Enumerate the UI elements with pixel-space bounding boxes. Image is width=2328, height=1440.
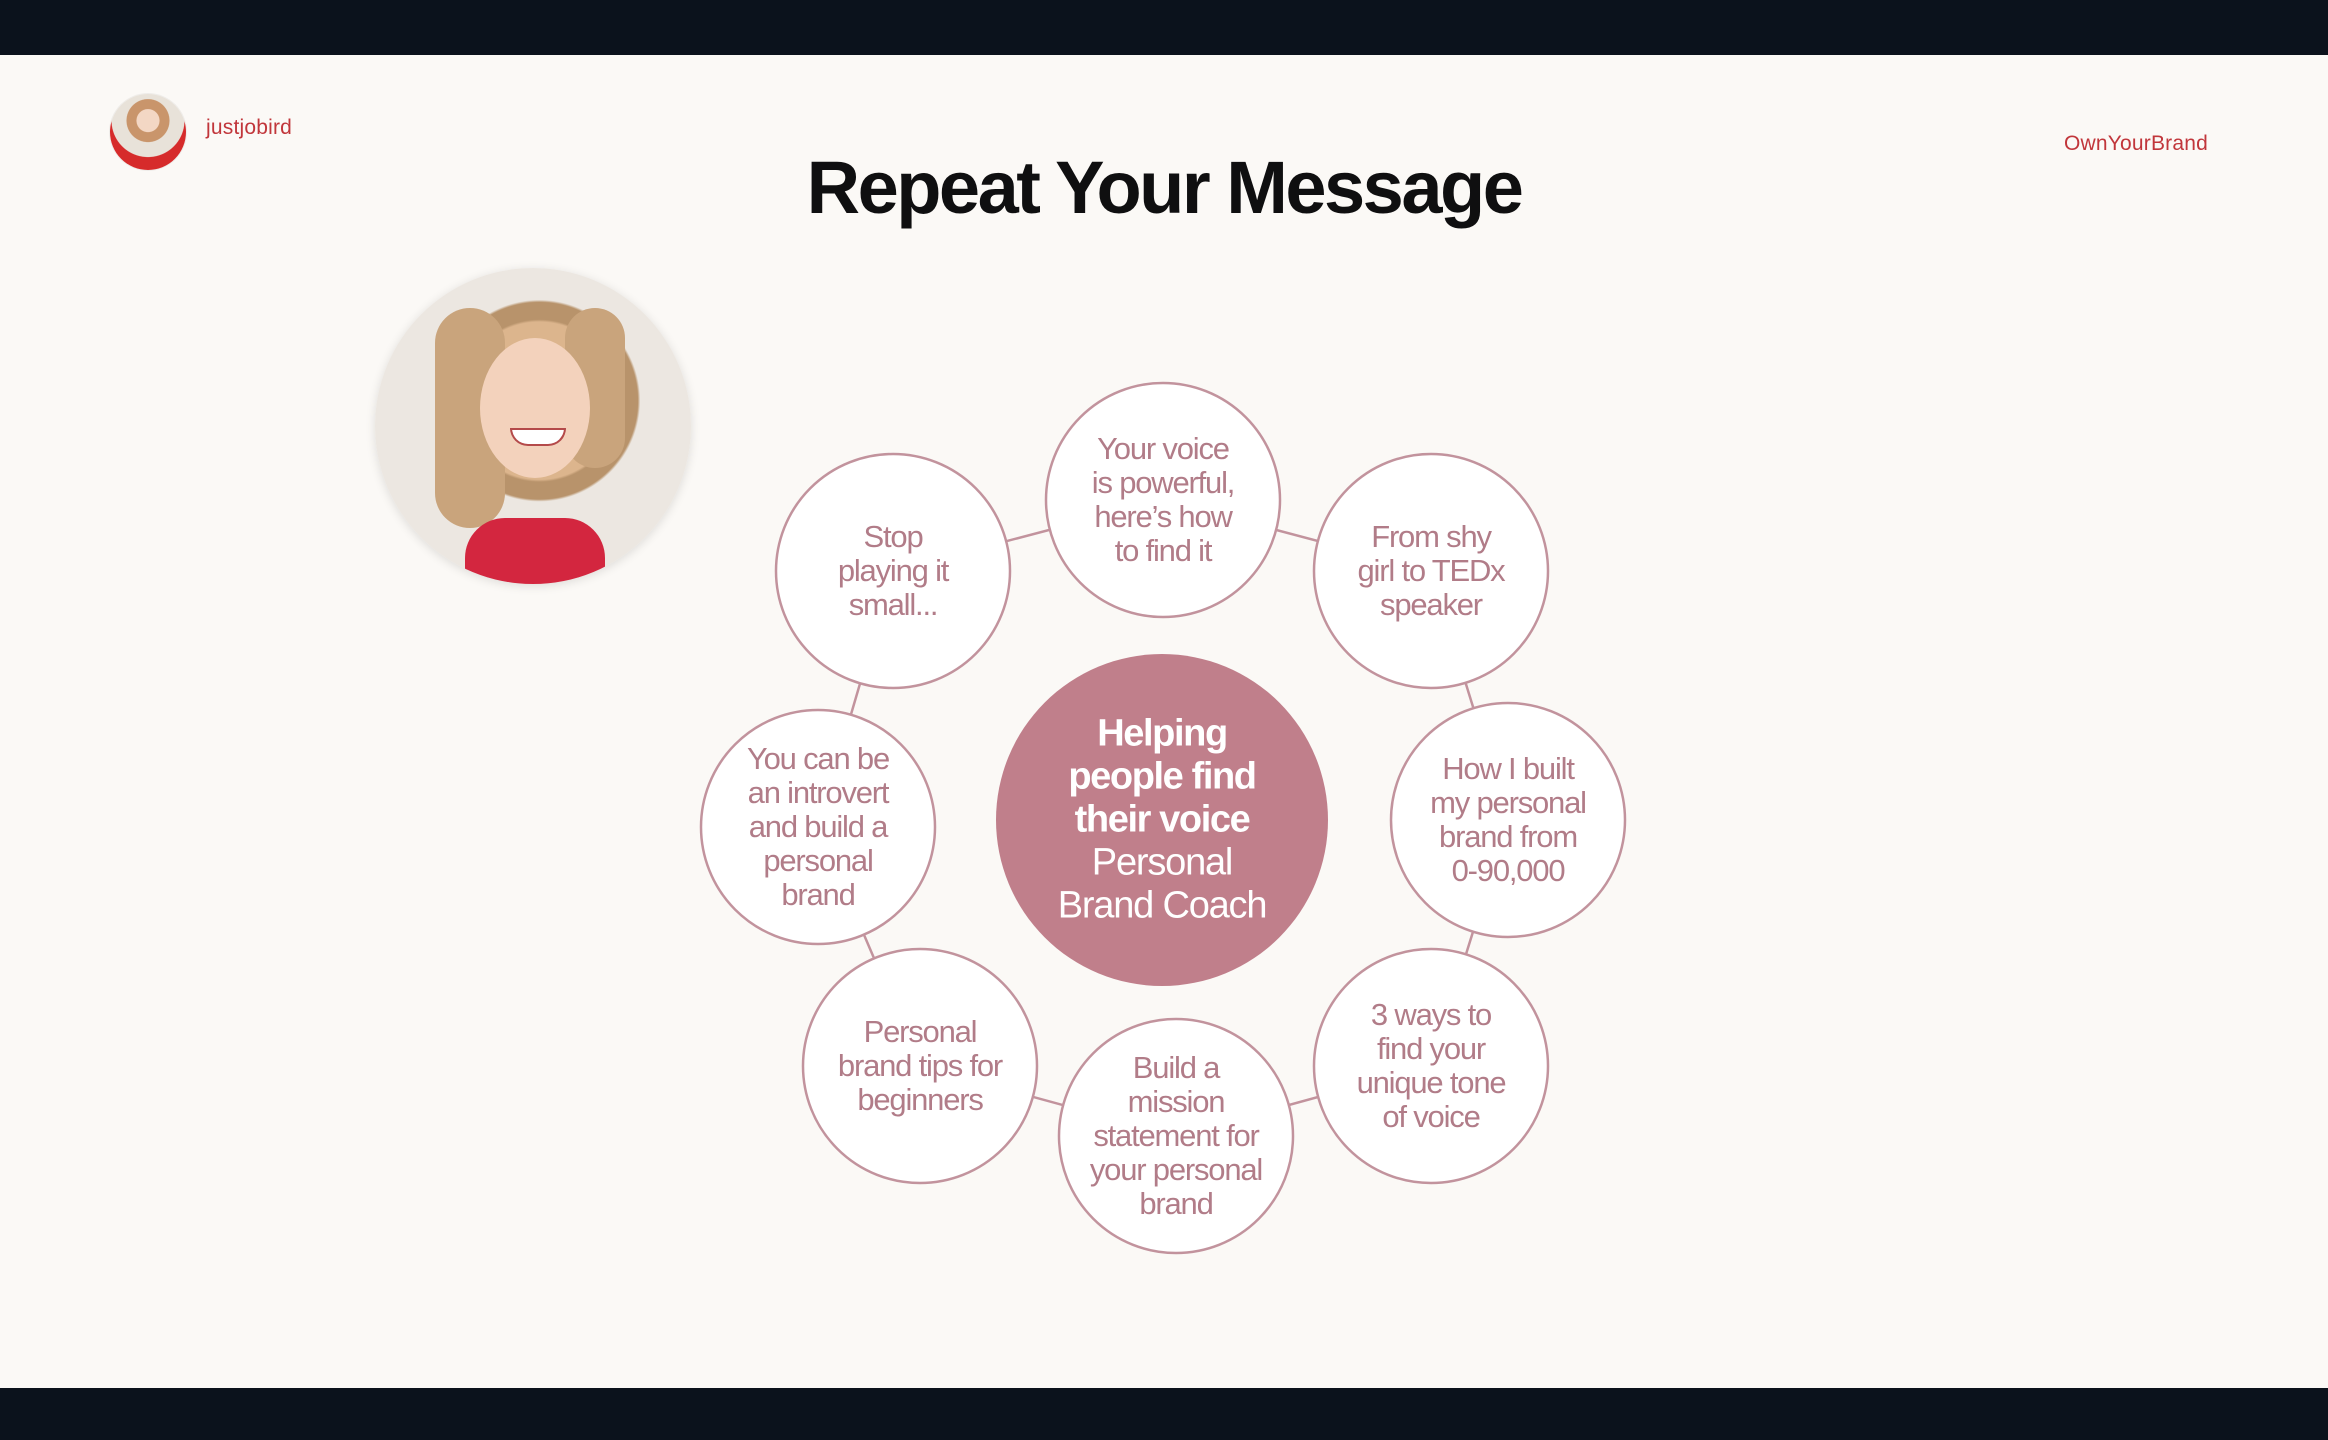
top-letterbox-bar	[0, 0, 2328, 55]
slide-title: Repeat Your Message	[806, 146, 1524, 229]
message-node-label: How I built my personal brand from 0-90,…	[1430, 751, 1587, 888]
avatar	[110, 94, 186, 170]
message-node-circle	[699, 708, 937, 946]
presenter-face	[480, 338, 590, 478]
bottom-letterbox-bar	[0, 1388, 2328, 1440]
message-node-label: You can be an introvert and build a pers…	[746, 741, 890, 912]
message-node-label: Build a mission statement for your perso…	[1089, 1050, 1263, 1221]
node-circles	[699, 381, 1627, 1255]
brand-tag: OwnYourBrand	[2063, 132, 2208, 155]
center-circle	[996, 654, 1328, 986]
profile-handle: justjobird	[206, 116, 293, 139]
message-node-circle	[1312, 947, 1550, 1185]
center-subtitle: Personal Brand Coach	[1057, 841, 1268, 927]
center-headline: Helping people find their voice	[1068, 712, 1257, 841]
message-node-circle	[774, 452, 1012, 690]
profile-badge: justjobird	[110, 92, 292, 172]
message-node-label: From shy girl to TEDx speaker	[1357, 519, 1506, 622]
presenter-shirt	[465, 518, 605, 584]
center-label: Helping people find their voice Personal…	[1012, 713, 1312, 928]
message-node-circle	[1312, 452, 1550, 690]
message-node-circle	[801, 947, 1039, 1185]
message-node-circle	[1389, 701, 1627, 939]
presenter-webcam	[375, 268, 691, 584]
message-node-label: Your voice is powerful, here’s how to fi…	[1091, 431, 1236, 568]
message-node-label: Stop playing it small...	[837, 519, 950, 622]
message-node-circle	[1044, 381, 1282, 619]
message-node-circle	[1057, 1017, 1295, 1255]
message-node-label: 3 ways to find your unique tone of voice	[1356, 997, 1507, 1134]
message-node-label: Personal brand tips for beginners	[837, 1014, 1003, 1117]
